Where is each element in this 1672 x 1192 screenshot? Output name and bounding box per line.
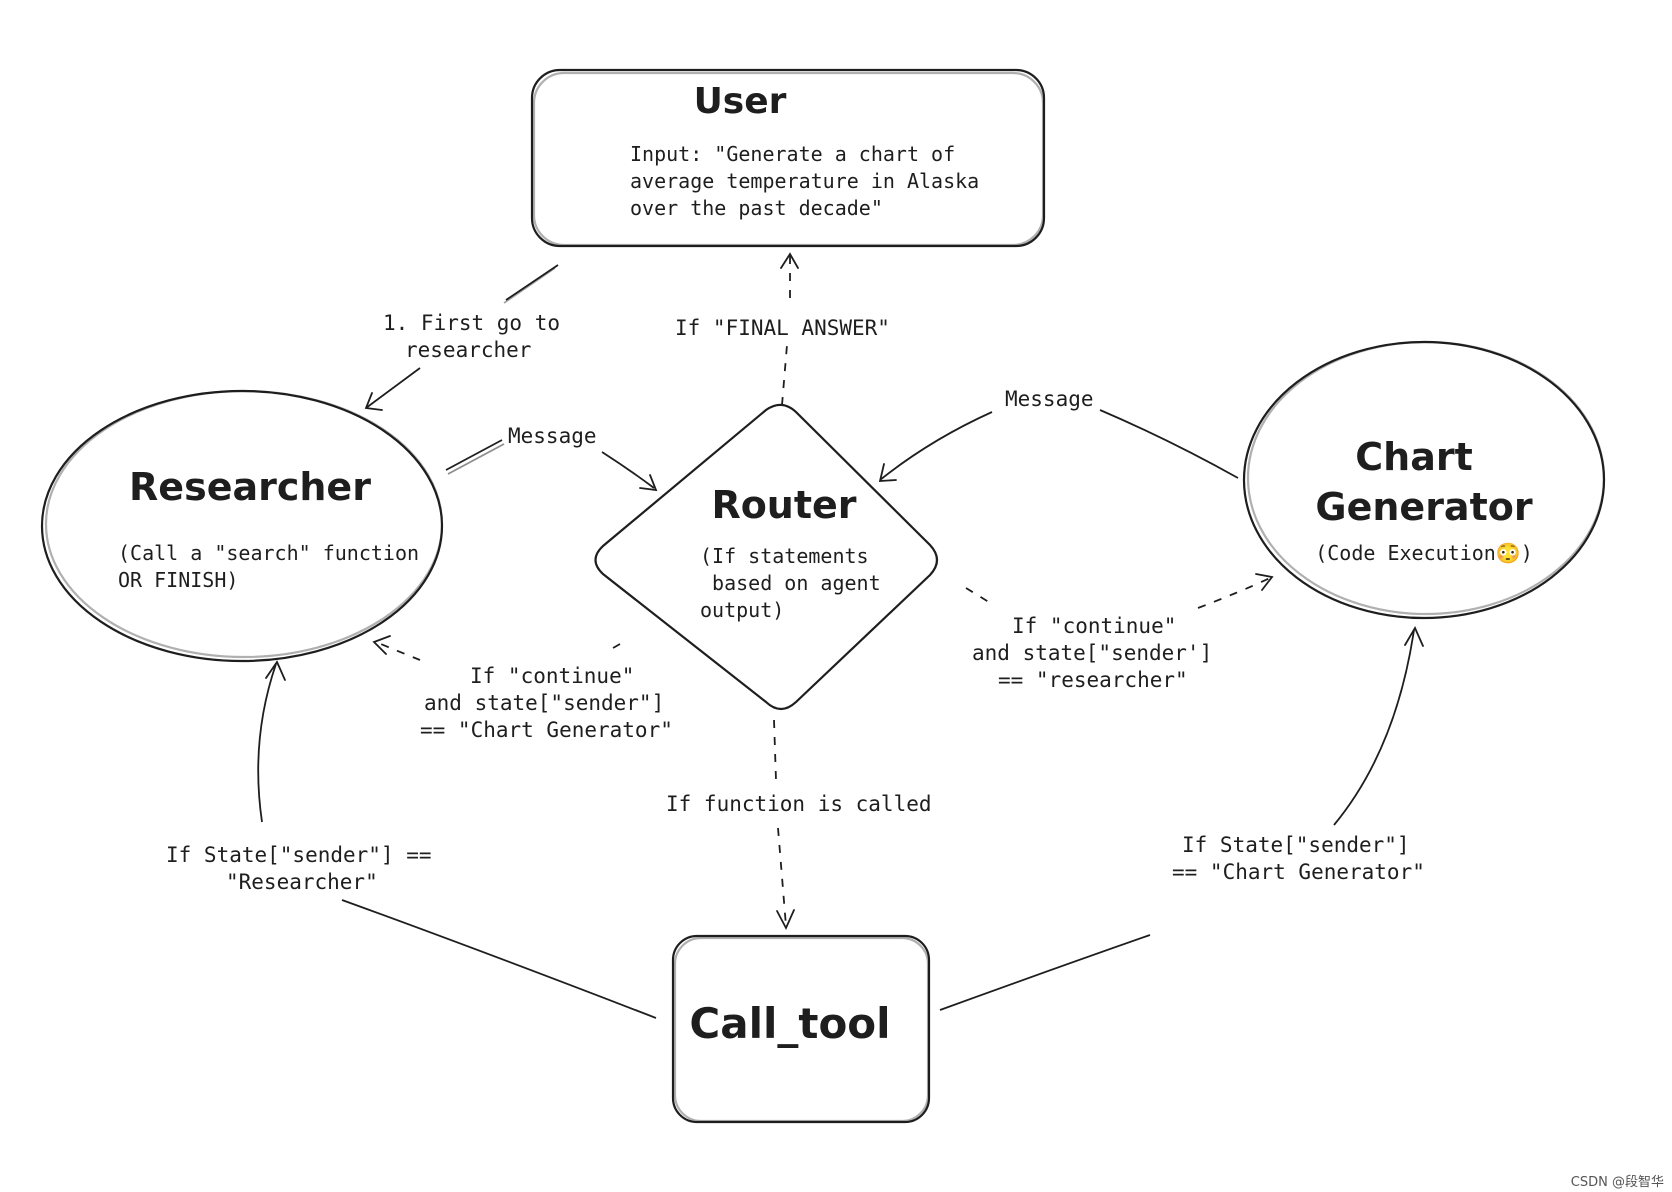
edge-label-continue-chart-1: If "continue": [470, 664, 634, 688]
edge-label-sender-researcher-2: "Researcher": [226, 870, 378, 894]
user-node: User Input: "Generate a chart of average…: [530, 68, 1046, 248]
edge-label-continue-researcher-2: and state["sender']: [972, 641, 1212, 665]
arrowhead-icon: [1255, 573, 1274, 591]
edge-label-researcher-message: Message: [508, 424, 597, 448]
researcher-desc-line-1: (Call a "search" function: [118, 541, 419, 565]
edge-label-continue-chart-3: == "Chart Generator": [420, 718, 673, 742]
edge-router-to-user: If "FINAL ANSWER": [675, 252, 890, 406]
arrowhead-icon: [780, 252, 799, 269]
researcher-node: Researcher (Call a "search" function OR …: [40, 389, 444, 663]
edge-router-to-researcher: If "continue" and state["sender"] == "Ch…: [372, 635, 673, 742]
arrowhead-icon: [776, 909, 795, 931]
user-input-line-1: Input: "Generate a chart of: [630, 142, 955, 166]
arrowhead-icon: [265, 660, 286, 681]
edge-call-tool-to-researcher: If State["sender"] == "Researcher": [166, 660, 657, 1019]
chart-generator-title-line-2: Generator: [1315, 485, 1532, 529]
user-input-line-2: average temperature in Alaska: [630, 169, 979, 193]
edge-user-to-researcher: 1. First go to researcher: [364, 264, 560, 411]
edge-label-continue-researcher-3: == "researcher": [998, 668, 1188, 692]
edge-label-sender-researcher-1: If State["sender"] ==: [166, 843, 432, 867]
router-node: Router (If statements based on agent out…: [594, 403, 939, 711]
researcher-title: Researcher: [129, 465, 371, 509]
user-title: User: [694, 81, 787, 122]
edge-label-user-researcher-1: 1. First go to: [383, 311, 560, 335]
chart-generator-node: Chart Generator (Code Execution😳): [1242, 340, 1606, 620]
edge-label-sender-chart-2: == "Chart Generator": [1172, 860, 1425, 884]
edge-label-final-answer: If "FINAL ANSWER": [675, 316, 890, 340]
arrowhead-icon: [364, 392, 383, 411]
router-desc-line-3: output): [700, 598, 784, 622]
router-desc-line-2: based on agent: [700, 571, 881, 595]
router-desc-line-1: (If statements: [700, 544, 869, 568]
edge-router-to-call-tool: If function is called: [666, 719, 932, 931]
arrowhead-icon: [1404, 626, 1424, 647]
edge-label-function-called: If function is called: [666, 792, 932, 816]
edge-router-to-chart: If "continue" and state["sender'] == "re…: [965, 573, 1274, 692]
edge-chart-to-router: Message: [878, 387, 1239, 482]
chart-generator-title-line-1: Chart: [1355, 435, 1473, 479]
watermark: CSDN @段智华: [1571, 1175, 1664, 1190]
edge-call-tool-to-chart: If State["sender"] == "Chart Generator": [939, 626, 1425, 1011]
call-tool-node: Call_tool: [671, 934, 931, 1124]
edge-label-chart-message: Message: [1005, 387, 1094, 411]
edge-label-continue-chart-2: and state["sender"]: [424, 691, 664, 715]
arrowhead-icon: [878, 463, 897, 482]
edge-researcher-to-router: Message: [445, 424, 658, 492]
call-tool-title: Call_tool: [689, 999, 890, 1048]
router-title: Router: [711, 483, 856, 527]
chart-generator-desc: (Code Execution😳): [1315, 541, 1533, 565]
edge-label-continue-researcher-1: If "continue": [1012, 614, 1176, 638]
user-input-line-3: over the past decade": [630, 196, 883, 220]
researcher-desc-line-2: OR FINISH): [118, 568, 238, 592]
edge-label-user-researcher-2: researcher: [405, 338, 531, 362]
edge-label-sender-chart-1: If State["sender"]: [1182, 833, 1410, 857]
arrowhead-icon: [372, 635, 391, 655]
arrowhead-icon: [639, 474, 658, 492]
